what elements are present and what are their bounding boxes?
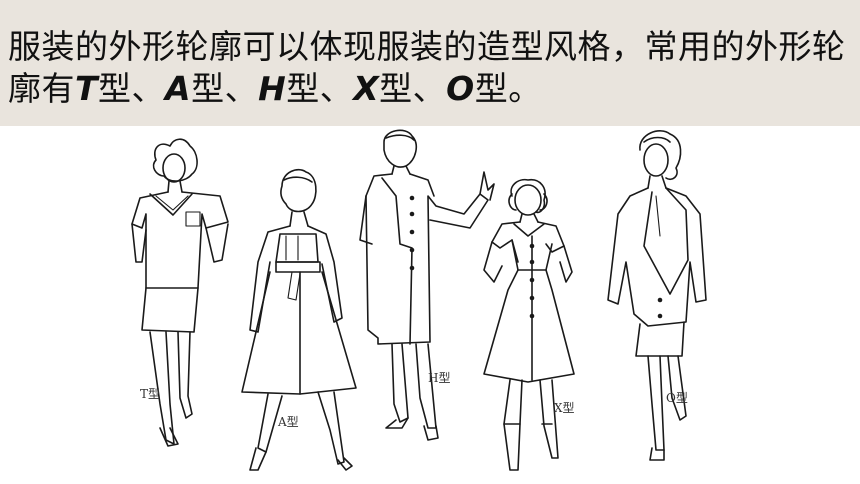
- figure-label-o: O型: [666, 391, 688, 405]
- figure-a-silhouette: [241, 168, 357, 471]
- figure-h-silhouette: [359, 129, 495, 441]
- slide-title: 服装的外形轮廓可以体现服装的造型风格，常用的外形轮廓有T型、A型、H型、X型、O…: [8, 27, 846, 108]
- figure-label-x: X型: [554, 401, 575, 415]
- figure-x-silhouette: [483, 178, 575, 471]
- title-letter-x: X: [353, 69, 380, 108]
- title-letter-a: A: [165, 69, 192, 108]
- title-letter-t: T: [75, 69, 99, 108]
- title-letter-o: O: [446, 69, 475, 108]
- figure-t-silhouette: [131, 138, 229, 447]
- title-letter-h: H: [258, 69, 287, 108]
- figure-label-t: T型: [140, 387, 160, 401]
- title-text: 服装的外形轮廓可以体现服装的造型风格，常用的外形轮廓有: [8, 27, 846, 108]
- title-banner: 服装的外形轮廓可以体现服装的造型风格，常用的外形轮廓有T型、A型、H型、X型、O…: [0, 0, 860, 126]
- figure-label-a: A型: [277, 415, 299, 429]
- figure-o-silhouette: [607, 130, 707, 461]
- silhouette-illustration: T型 A型 H型 X型 O型: [131, 129, 707, 471]
- figure-label-h: H型: [428, 371, 450, 385]
